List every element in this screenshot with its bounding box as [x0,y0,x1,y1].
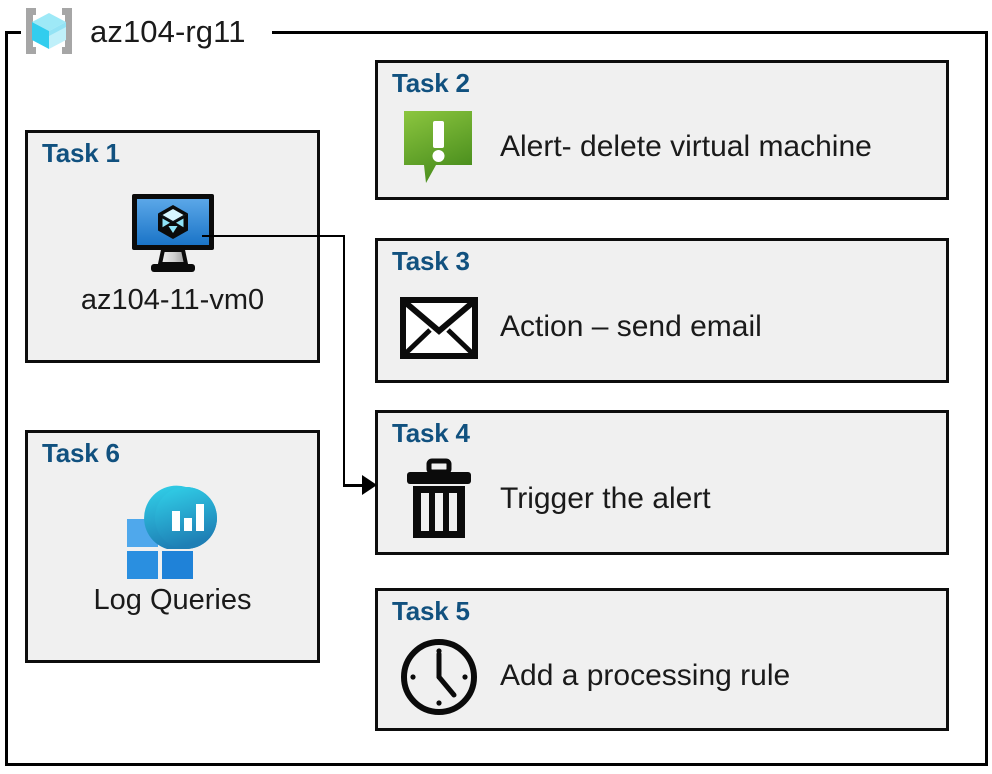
task-card-6[interactable]: Task 6 [25,430,320,663]
task-card-3[interactable]: Task 3 Action – send email [375,238,949,383]
task-5-title: Task 5 [392,596,470,626]
task-6-label: Log Queries [93,584,252,616]
log-analytics-icon [28,485,317,581]
connector-arrowhead-icon [362,475,377,495]
resource-group-frame-right [985,31,988,766]
task-2-title: Task 2 [392,68,470,98]
task-3-label: Action – send email [500,310,762,344]
task-2-label: Alert- delete virtual machine [500,129,872,163]
resource-group-frame-top-stub [5,31,21,34]
resource-group-header: az104-rg11 [18,2,246,60]
envelope-icon [400,291,478,365]
task-4-label: Trigger the alert [500,482,711,516]
resource-group-frame-bottom [5,763,988,766]
task-4-title: Task 4 [392,418,470,448]
resource-group-frame-top [272,31,988,34]
task-card-4[interactable]: Task 4 Trigger the alert [375,410,949,555]
connector-segment-horizontal-bottom [343,484,369,487]
connector-segment-horizontal-top [202,235,345,237]
task-6-title: Task 6 [42,438,120,468]
task-3-title: Task 3 [392,246,470,276]
trash-can-icon [402,458,476,538]
resource-group-frame-left [5,31,8,766]
task-card-5[interactable]: Task 5 Add a processing rule [375,588,949,731]
resource-group-cube-icon [18,3,80,59]
task-card-2[interactable]: Task 2 Alert- delete virtual machine [375,60,949,200]
task-1-title: Task 1 [42,138,120,168]
connector-segment-vertical [343,235,345,486]
task-5-label: Add a processing rule [500,659,791,693]
virtual-machine-icon [28,185,317,281]
alert-speech-bubble-icon [402,110,476,184]
resource-group-name: az104-rg11 [90,13,246,49]
task-1-label: az104-11-vm0 [80,284,265,316]
task-card-1[interactable]: Task 1 [25,130,320,363]
clock-icon [401,638,477,715]
